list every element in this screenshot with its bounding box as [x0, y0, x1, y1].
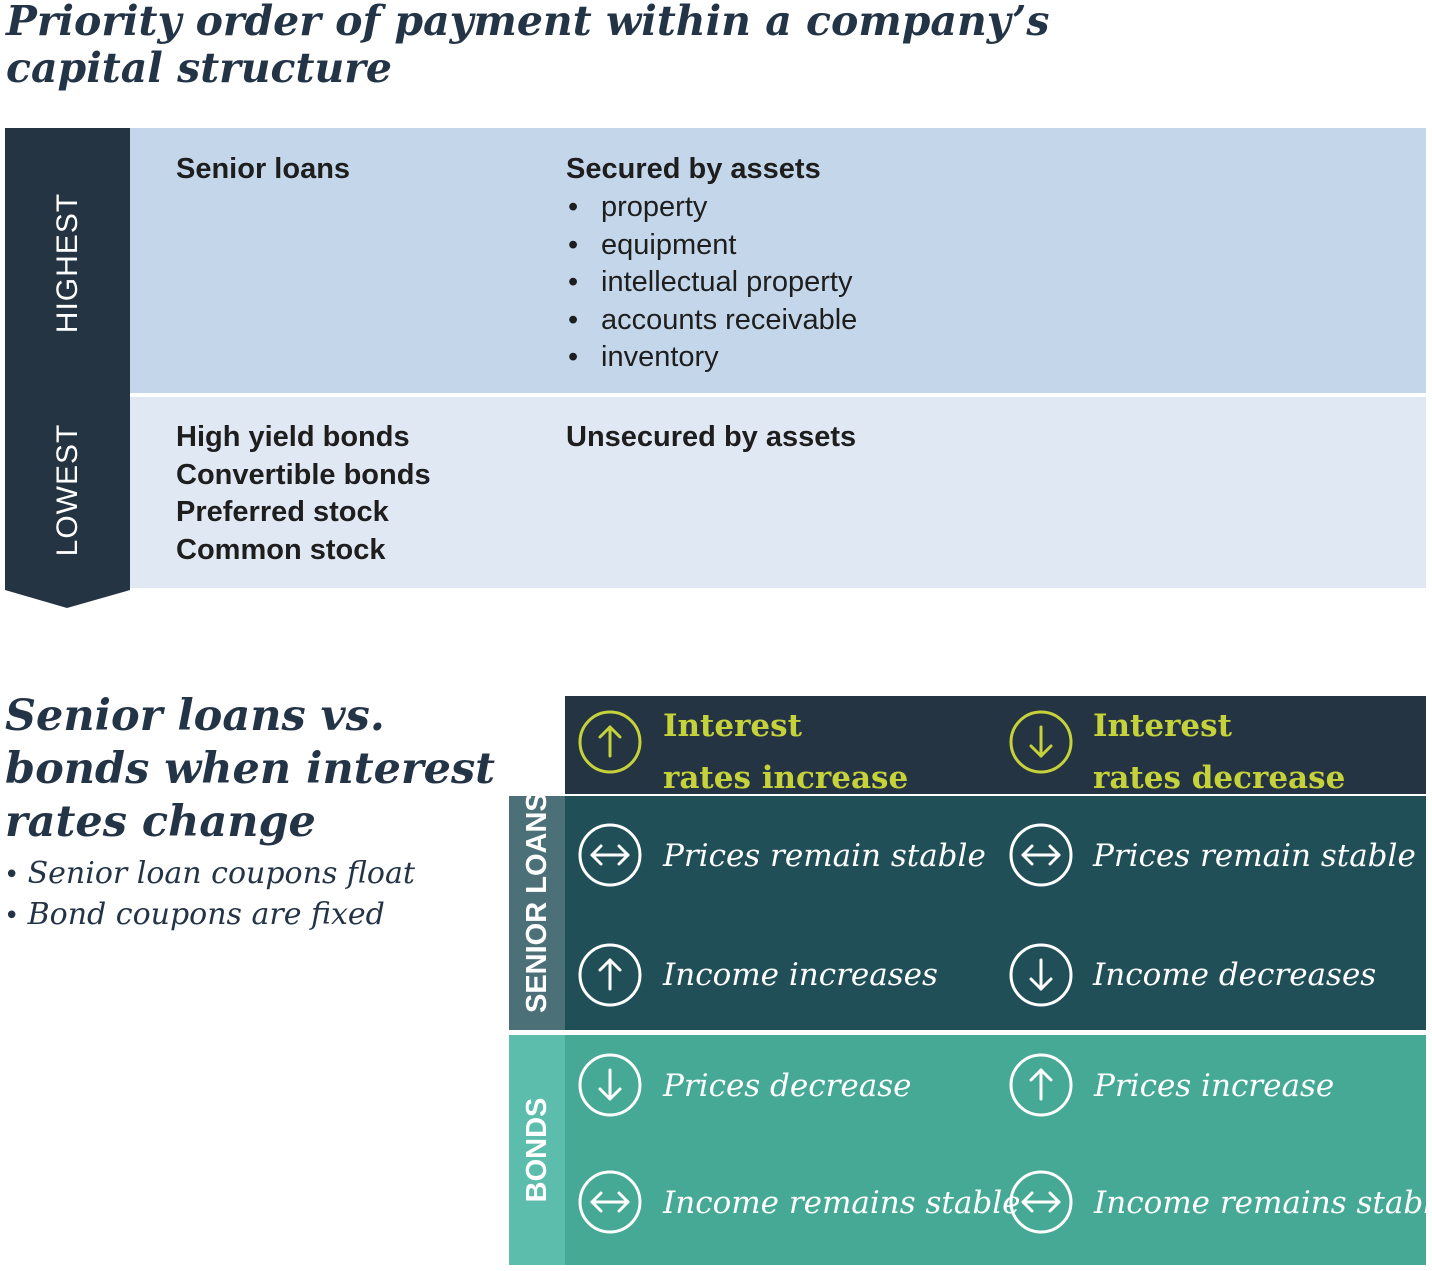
senior-loans-increase-income: Income increases — [663, 957, 938, 993]
priority-title-line2: capital structure — [6, 44, 392, 92]
bonds-increase-prices: Prices decrease — [663, 1068, 912, 1104]
bonds-decrease-prices: Prices increase — [1094, 1068, 1335, 1104]
comparison-title-line1: Senior loans vs. — [5, 691, 385, 741]
lowest-instrument-list: High yield bonds Convertible bonds Prefe… — [176, 419, 431, 569]
asset-list: property equipment intellectual property… — [566, 189, 857, 377]
comparison-title-line2: bonds when interest — [5, 744, 496, 794]
asset-item: inventory — [566, 339, 857, 377]
bonds-row-header — [509, 1035, 565, 1265]
header-rates-decrease-line1: Interest — [1093, 708, 1232, 744]
arrow-left-right-circle-icon — [578, 823, 642, 887]
arrow-up-circle-icon — [1009, 1053, 1073, 1117]
comparison-title-line3: rates change — [5, 797, 316, 847]
highest-instrument: Senior loans — [176, 153, 351, 185]
senior-loans-decrease-income: Income decreases — [1093, 957, 1377, 993]
bonds-increase-income: Income remains stable — [663, 1185, 1021, 1221]
senior-loans-row — [565, 796, 1426, 1030]
comparison-title: Senior loans vs. bonds when interest rat… — [5, 690, 505, 849]
asset-item: intellectual property — [566, 264, 857, 302]
asset-item: property — [566, 189, 857, 227]
senior-loans-decrease-prices: Prices remain stable — [1093, 838, 1416, 874]
lowest-instrument: Preferred stock — [176, 496, 389, 528]
senior-loans-increase-prices: Prices remain stable — [663, 838, 986, 874]
rate-change-header — [565, 696, 1426, 794]
note-item: Senior loan coupons float — [4, 854, 415, 895]
priority-arrow-bar — [5, 128, 130, 608]
note-item: Bond coupons are fixed — [4, 895, 415, 936]
scale-lowest-label: LOWEST — [51, 423, 84, 557]
arrow-left-right-circle-icon — [1009, 1170, 1073, 1234]
unsecured-label: Unsecured by assets — [566, 421, 857, 453]
scale-highest-label: HIGHEST — [51, 192, 84, 334]
arrow-left-right-circle-icon — [1009, 823, 1073, 887]
senior-loans-row-header — [509, 796, 565, 1030]
bonds-label: BONDS — [521, 1097, 553, 1203]
arrow-down-circle-icon — [1009, 710, 1073, 774]
arrow-down-circle-icon — [578, 1053, 642, 1117]
bonds-decrease-income: Income remains stable — [1094, 1185, 1432, 1221]
arrow-down-circle-icon — [1009, 943, 1073, 1007]
senior-loans-label: SENIOR LOANS — [521, 792, 553, 1013]
secured-label: Secured by assets — [566, 153, 821, 185]
asset-item: equipment — [566, 227, 857, 265]
lowest-priority-panel: High yield bonds Convertible bonds Prefe… — [130, 397, 1426, 588]
lowest-instrument: Common stock — [176, 533, 386, 566]
arrow-up-circle-icon — [578, 710, 642, 774]
highest-priority-panel: Senior loans Secured by assets property … — [130, 128, 1426, 393]
header-rates-increase: Interest rates increase — [663, 700, 908, 804]
priority-title: Priority order of payment within a compa… — [6, 0, 1206, 92]
header-rates-increase-line1: Interest — [663, 708, 802, 744]
arrow-up-circle-icon — [578, 943, 642, 1007]
lowest-instrument: High yield bonds — [176, 421, 410, 453]
lowest-instrument: Convertible bonds — [176, 458, 431, 491]
priority-title-line1: Priority order of payment within a compa… — [6, 0, 1050, 45]
asset-item: accounts receivable — [566, 302, 857, 340]
comparison-notes: Senior loan coupons float Bond coupons a… — [4, 854, 415, 936]
arrow-left-right-circle-icon — [578, 1170, 642, 1234]
header-rates-decrease: Interest rates decrease — [1093, 700, 1345, 804]
bonds-row — [565, 1035, 1426, 1265]
header-rates-increase-line2: rates increase — [663, 760, 909, 796]
header-rates-decrease-line2: rates decrease — [1093, 760, 1346, 796]
